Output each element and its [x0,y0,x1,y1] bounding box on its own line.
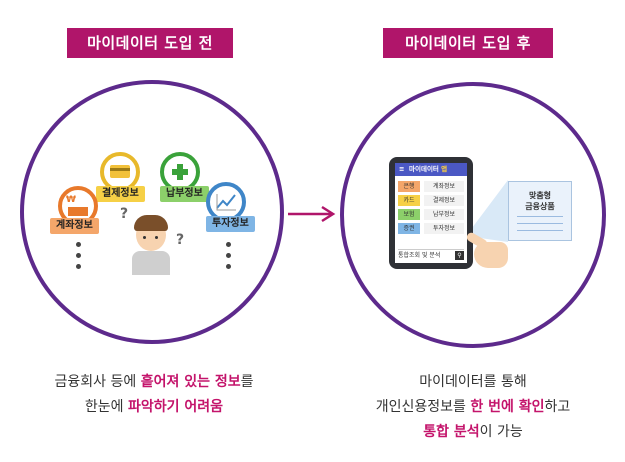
menu-icon: ≡ [399,165,405,173]
caption-line: 금융회사 등에 흩어져 있는 정보를 [22,370,286,395]
caption-emphasis: 흩어져 있는 정보 [140,374,241,390]
row-category: 은행 [398,181,420,192]
caption-line: 통합 분석이 가능 [340,420,606,445]
caption-text: 를 [240,374,254,390]
dots-right [226,242,231,269]
caption-text: 이 가능 [479,424,523,440]
caption-text: 금융회사 등에 [54,374,141,390]
caption-line: 한눈에 파악하기 어려움 [22,395,286,420]
phone-screen: ≡ 마이데이터 앱 은행 계좌정보 카드 결제정보 보험 납부정보 증권 투자정보… [395,163,467,263]
question-mark-icon: ? [120,206,129,222]
arrow-right-icon [288,205,336,223]
row-category: 카드 [398,195,420,206]
node-label: 투자정보 [206,216,255,232]
caption-line: 마이데이터를 통해 [419,374,527,390]
phone: ≡ 마이데이터 앱 은행 계좌정보 카드 결제정보 보험 납부정보 증권 투자정보… [389,157,473,269]
person-icon [128,211,174,275]
app-bar: ≡ 마이데이터 앱 [395,163,467,176]
search-row: 통합조회 및 분석 ⚲ [398,249,464,261]
search-label: 통합조회 및 분석 [398,252,441,259]
app-tag: 앱 [441,165,448,173]
node-label: 납부정보 [160,186,209,202]
before-title: 마이데이터 도입 전 [67,28,233,58]
before-caption: 금융회사 등에 흩어져 있는 정보를 한눈에 파악하기 어려움 [22,370,286,420]
doc-title: 맞춤형 금융상품 [509,190,571,212]
caption-line: 개인신용정보를 한 번에 확인하고 [340,395,606,420]
after-caption: 마이데이터를 통해 개인신용정보를 한 번에 확인하고 통합 분석이 가능 [340,370,606,445]
product-document: 맞춤형 금융상품 [508,181,572,241]
row-info: 결제정보 [424,195,464,206]
node-label: 계좌정보 [50,218,99,234]
card-icon [100,152,140,192]
caption-text: 하고 [544,399,571,415]
doc-title-line: 금융상품 [525,202,555,211]
row-info: 투자정보 [424,223,464,234]
app-title: 마이데이터 [409,165,439,173]
row-category: 증권 [398,223,420,234]
after-title: 마이데이터 도입 후 [383,28,553,58]
dots-left [76,242,81,269]
caption-text: 개인신용정보를 [375,399,471,415]
caption-emphasis: 통합 분석 [423,424,480,440]
row-info: 계좌정보 [424,181,464,192]
light-beam [466,180,508,242]
caption-emphasis: 파악하기 어려움 [128,399,224,415]
node-label: 결제정보 [96,186,145,202]
row-info: 납부정보 [424,209,464,220]
search-icon: ⚲ [455,251,464,260]
hand-icon [465,231,508,270]
caption-text: 한눈에 [84,399,129,415]
doc-title-line: 맞춤형 [528,191,552,200]
row-category: 보험 [398,209,420,220]
question-mark-icon: ? [176,232,185,248]
caption-emphasis: 한 번에 확인 [470,399,545,415]
